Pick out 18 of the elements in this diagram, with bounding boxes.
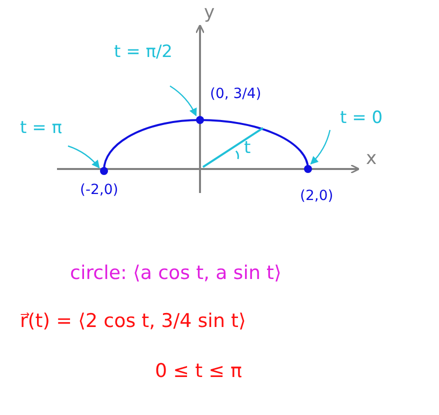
axis-label: x bbox=[366, 148, 377, 169]
angle-label: t bbox=[244, 138, 251, 158]
leader-arrow bbox=[170, 86, 197, 116]
leader-arrow bbox=[310, 130, 331, 164]
parameter-label: t = π/2 bbox=[114, 42, 172, 62]
formula-text: circle: ⟨a cos t, a sin t⟩ bbox=[70, 262, 282, 284]
leader-arrow bbox=[68, 145, 100, 168]
coordinate-label: (2,0) bbox=[300, 188, 334, 204]
inequality-text: 0 ≤ t ≤ π bbox=[155, 360, 242, 382]
axis-label: y bbox=[204, 2, 215, 23]
point-dot bbox=[304, 165, 312, 173]
point-dot bbox=[100, 167, 108, 175]
coordinate-label: (0, 3/4) bbox=[210, 86, 262, 102]
parameter-label: t = 0 bbox=[340, 108, 383, 128]
formula-text: r⃗(t) = ⟨2 cos t, 3/4 sin t⟩ bbox=[20, 310, 246, 332]
point-dot bbox=[196, 116, 204, 124]
coordinate-label: (-2,0) bbox=[80, 182, 118, 198]
parameter-label: t = π bbox=[20, 118, 62, 138]
